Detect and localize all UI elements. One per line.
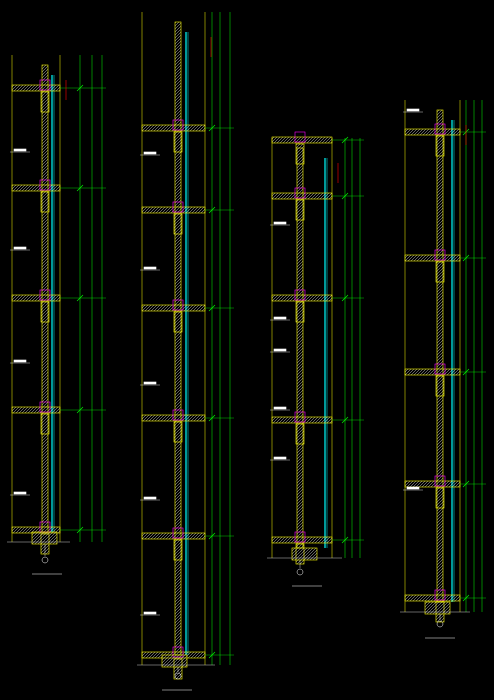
floor-slab (404, 594, 461, 602)
annotation-text-mark (406, 108, 420, 112)
bracket-node (294, 411, 306, 423)
beam-section (435, 487, 445, 509)
annotation-text-mark (143, 266, 157, 270)
bracket-node (172, 119, 184, 131)
beam-section (435, 135, 445, 157)
foundation-block (291, 547, 318, 561)
beam-section (40, 191, 50, 213)
floor-slab (404, 368, 461, 376)
axis-bubble (41, 556, 49, 564)
floor-slab (11, 84, 61, 92)
structure-column (436, 109, 444, 603)
annotation-text-mark (273, 406, 287, 410)
beam-section (173, 539, 183, 561)
annotation-text-mark (273, 456, 287, 460)
annotation-text-mark (273, 221, 287, 225)
beam-section (173, 311, 183, 333)
beam-section (173, 131, 183, 153)
annotation-text-mark (13, 246, 27, 250)
bracket-node (434, 475, 446, 487)
annotation-text-mark (143, 381, 157, 385)
bracket-node (39, 401, 51, 413)
annotation-text-mark (143, 611, 157, 615)
annotation-text-mark (273, 316, 287, 320)
foundation-block (31, 531, 58, 545)
beam-section (40, 301, 50, 323)
section-1 (7, 55, 106, 575)
beam-section (173, 421, 183, 443)
annotation-text-mark (13, 359, 27, 363)
beam-section (295, 423, 305, 445)
beam-section (295, 199, 305, 221)
foundation-block (424, 601, 451, 615)
axis-bubble (296, 568, 304, 576)
floor-slab (404, 480, 461, 488)
annotation-text-mark (13, 491, 27, 495)
section-3 (267, 131, 364, 587)
beam-section (295, 143, 305, 165)
floor-slab (404, 128, 461, 136)
bracket-node (172, 299, 184, 311)
annotation-text-mark (406, 486, 420, 490)
annotation-text-mark (273, 348, 287, 352)
beam-section (295, 301, 305, 323)
bracket-node (294, 289, 306, 301)
bracket-node (294, 187, 306, 199)
beam-section (173, 213, 183, 235)
beam-section (40, 413, 50, 435)
bracket-node (434, 249, 446, 261)
bracket-node (172, 527, 184, 539)
floor-slab (404, 254, 461, 262)
foundation-block (161, 654, 188, 668)
annotation-text-mark (143, 151, 157, 155)
floor-slab (11, 184, 61, 192)
bracket-node (172, 201, 184, 213)
beam-section (435, 261, 445, 283)
section-2 (137, 12, 234, 691)
bracket-node (434, 589, 446, 601)
bracket-node (434, 363, 446, 375)
axis-bubble (174, 672, 182, 680)
bracket-node (39, 289, 51, 301)
beam-section (40, 91, 50, 113)
bracket-node (294, 131, 306, 143)
bracket-node (39, 79, 51, 91)
axis-bubble (436, 620, 444, 628)
bracket-node (294, 531, 306, 543)
annotation-text-mark (143, 496, 157, 500)
floor-slab (11, 406, 61, 414)
bracket-node (434, 123, 446, 135)
section-4 (400, 100, 486, 639)
annotation-text-mark (13, 148, 27, 152)
bracket-node (39, 179, 51, 191)
beam-section (435, 375, 445, 397)
bracket-node (172, 409, 184, 421)
floor-slab (11, 294, 61, 302)
